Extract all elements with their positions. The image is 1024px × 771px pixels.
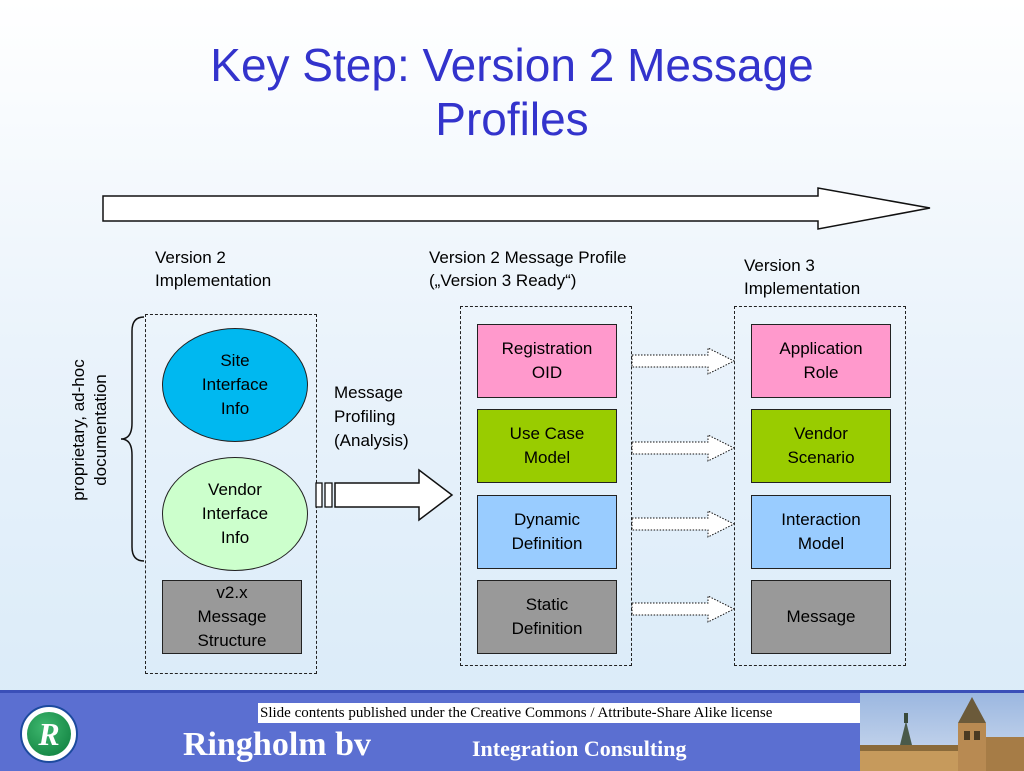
column-label-line: Version 2 (155, 248, 226, 267)
box-label-line: Scenario (787, 448, 855, 467)
column-label-line: Version 3 (744, 256, 815, 275)
box-label-line: Dynamic (513, 510, 581, 529)
box-label-line: Registration (501, 339, 593, 358)
mapping-arrow (631, 434, 736, 462)
side-label: proprietary, ad-hoc documentation (69, 345, 110, 515)
profiling-arrow (315, 468, 454, 522)
column-label-line: Implementation (744, 279, 861, 298)
column-label-line: („Version 3 Ready“) (429, 271, 577, 290)
building-photo (860, 693, 1024, 771)
mapping-arrow (631, 595, 736, 623)
logo-letter: R (27, 712, 71, 756)
side-label-line: proprietary, ad-hoc (69, 359, 88, 501)
brand-tagline: Integration Consulting (472, 736, 687, 761)
slide-title-line1: Key Step: Version 2 Message (210, 39, 814, 91)
ellipse-label-line: Site (220, 351, 250, 370)
message-profiling-label: Message Profiling (Analysis) (334, 381, 409, 453)
box-label-line: Interaction (781, 510, 861, 529)
column-label-v2-implementation: Version 2 Implementation (155, 246, 271, 292)
column-label-v3-implementation: Version 3 Implementation (744, 254, 860, 300)
license-notice: Slide contents published under the Creat… (258, 703, 950, 723)
side-label-line: documentation (91, 374, 110, 486)
profiling-label-line: Message (334, 383, 403, 402)
box-label-line: Application (779, 339, 863, 358)
ellipse-label-line: Vendor (208, 480, 262, 499)
box-label-line: Use Case (509, 424, 585, 443)
box-label-line: Message (197, 607, 267, 626)
box-label-line: Role (803, 363, 839, 382)
mapping-arrow (631, 510, 736, 538)
registration-oid-box: Registration OID (477, 324, 617, 398)
v2x-message-structure-box: v2.x Message Structure (162, 580, 302, 654)
slide-title: Key Step: Version 2 Message Profiles (0, 38, 1024, 146)
box-label-line: Message (786, 607, 856, 626)
column-label-line: Version 2 Message Profile (429, 248, 627, 267)
v2-message-profile-container (460, 306, 632, 666)
ellipse-label-line: Info (220, 399, 250, 418)
column-label-v2-message-profile: Version 2 Message Profile („Version 3 Re… (429, 246, 627, 292)
dynamic-definition-box: Dynamic Definition (477, 495, 617, 569)
box-label-line: OID (531, 363, 563, 382)
ellipse-label-line: Info (220, 528, 250, 547)
ringholm-logo: R (20, 705, 78, 763)
profiling-label-line: Profiling (334, 407, 396, 426)
interaction-model-box: Interaction Model (751, 495, 891, 569)
box-label-line: Static (525, 595, 569, 614)
curly-brace (120, 316, 145, 562)
box-label-line: Model (523, 448, 571, 467)
slide-footer: Slide contents published under the Creat… (0, 690, 1024, 771)
progression-arrow (102, 187, 931, 230)
column-label-line: Implementation (155, 271, 272, 290)
box-label-line: Model (797, 534, 845, 553)
site-interface-info-ellipse: Site Interface Info (162, 328, 308, 442)
ellipse-label-line: Interface (201, 504, 269, 523)
slide-title-line2: Profiles (435, 93, 589, 145)
vendor-scenario-box: Vendor Scenario (751, 409, 891, 483)
box-label-line: Vendor (794, 424, 848, 443)
use-case-model-box: Use Case Model (477, 409, 617, 483)
static-definition-box: Static Definition (477, 580, 617, 654)
box-label-line: Definition (511, 619, 583, 638)
ellipse-label-line: Interface (201, 375, 269, 394)
vendor-interface-info-ellipse: Vendor Interface Info (162, 457, 308, 571)
message-box: Message (751, 580, 891, 654)
brand-name: Ringholm bv (183, 726, 371, 763)
box-label-line: v2.x (216, 583, 248, 602)
box-label-line: Definition (511, 534, 583, 553)
profiling-label-line: (Analysis) (334, 431, 409, 450)
v3-implementation-container (734, 306, 906, 666)
application-role-box: Application Role (751, 324, 891, 398)
mapping-arrow (631, 347, 736, 375)
box-label-line: Structure (197, 631, 267, 650)
